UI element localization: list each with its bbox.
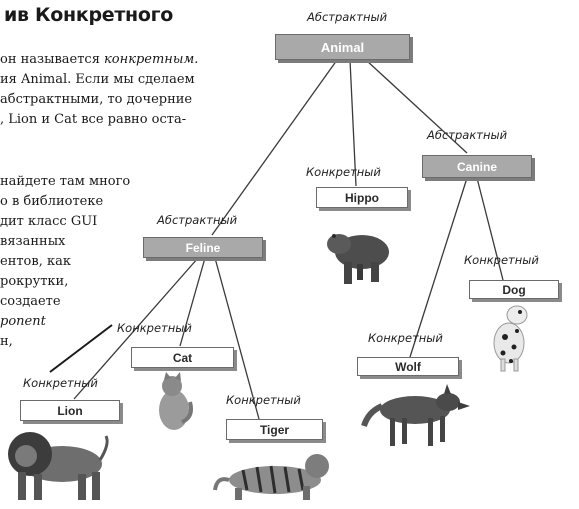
edge-animal-hippo [349,59,357,187]
edge-feline-lion [73,257,199,400]
edge-canine-dog [476,177,504,281]
stereotype-lion: Конкретный [23,376,98,390]
stereotype-hippo: Конкретный [306,165,381,179]
paragraph-line: найдете там много [0,174,131,189]
stereotype-animal: Абстрактный [307,10,388,24]
paragraph-line: рокрутки, [0,274,69,289]
paragraph-line: ентов, как [0,254,71,269]
class-box-animal: Animal [275,34,410,60]
edge-animal-canine [365,59,468,154]
paragraph-line: он называется конкретным. [0,52,199,67]
paragraph-line: ия Animal. Если мы сделаем [0,72,195,87]
paragraph-line: вязанных [0,234,66,249]
tiger-picture [213,454,329,500]
edge-feline-cat [179,257,206,347]
edge-canine-wolf [409,177,468,358]
stereotype-feline: Абстрактный [157,213,238,227]
cat-picture [159,372,193,430]
paragraph-2: найдете там много о в библиотеке дит кла… [0,172,130,352]
class-box-canine: Canine [422,155,532,178]
class-box-tiger: Tiger [226,419,323,440]
class-box-dog: Dog [469,280,559,299]
class-box-feline: Feline [143,237,263,258]
paragraph-line: абстрактными, то дочерние [0,92,193,107]
paragraph-line: , Lion и Cat все равно оста- [0,112,187,127]
stereotype-tiger: Конкретный [226,393,301,407]
class-box-hippo: Hippo [316,187,408,208]
class-box-wolf: Wolf [357,357,459,376]
class-box-lion: Lion [20,400,120,421]
class-box-cat: Cat [131,347,234,368]
paragraph-1: он называется конкретным. ия Animal. Есл… [0,50,198,130]
stereotype-dog: Конкретный [464,253,539,267]
margin-pointer [49,324,113,373]
paragraph-line: дит класс GUI [0,214,98,229]
section-heading: ив Конкретного [4,4,174,26]
lion-picture [8,432,109,500]
dog-picture [493,305,528,372]
paragraph-line: о в библиотеке [0,194,104,209]
wolf-picture [361,384,470,446]
edge-feline-tiger [214,257,260,420]
paragraph-line: создаете [0,294,61,309]
paragraph-line: ponent [0,314,46,329]
stereotype-cat: Конкретный [117,321,192,335]
stereotype-canine: Абстрактный [427,128,508,142]
paragraph-line: н, [0,334,13,349]
stereotype-wolf: Конкретный [368,331,443,345]
hippo-picture [327,234,389,284]
edge-animal-feline [211,59,338,236]
